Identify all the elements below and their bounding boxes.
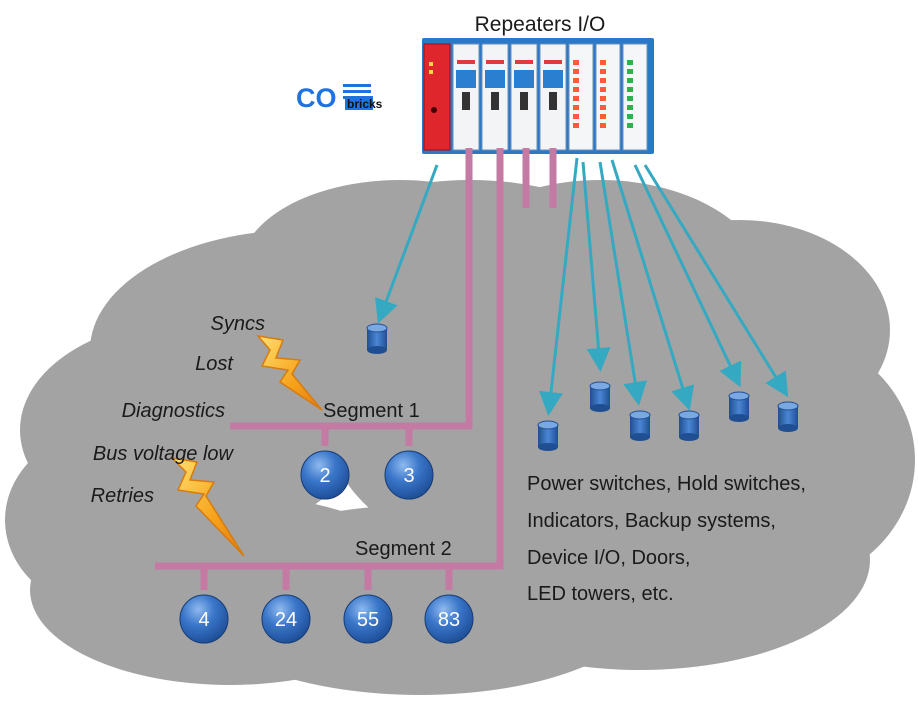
node-label: 55 bbox=[357, 609, 379, 631]
io-device-icon bbox=[678, 410, 700, 441]
device-node: 4 bbox=[179, 594, 229, 644]
device-node: 55 bbox=[343, 594, 393, 644]
io-description-line: Device I/O, Doors, bbox=[527, 547, 690, 569]
io-description-line: Power switches, Hold switches, bbox=[527, 473, 806, 495]
io-links bbox=[366, 157, 799, 451]
node-label: 83 bbox=[438, 609, 460, 631]
network-cloud bbox=[2, 177, 918, 698]
node-label: 2 bbox=[319, 465, 330, 487]
io-link-arrow bbox=[539, 157, 579, 416]
lightning-bolt-icon bbox=[256, 334, 323, 411]
segment-2-label: Segment 2 bbox=[355, 538, 452, 560]
io-device-icon bbox=[629, 410, 651, 441]
io-device-icon bbox=[777, 401, 799, 432]
node-circle bbox=[384, 450, 434, 500]
device-node: 3 bbox=[384, 450, 434, 500]
io-link-arrow bbox=[581, 161, 611, 372]
node-label: 24 bbox=[275, 609, 297, 631]
repeater-rack bbox=[422, 38, 654, 154]
bus-lines bbox=[155, 148, 557, 590]
io-module bbox=[595, 43, 621, 151]
node-circle bbox=[424, 594, 474, 644]
io-link-arrow bbox=[633, 164, 742, 388]
segment-1-label: Segment 1 bbox=[323, 400, 420, 422]
node-label: 3 bbox=[403, 465, 414, 487]
fault-note: Syncs bbox=[211, 313, 265, 335]
device-node: 83 bbox=[424, 594, 474, 644]
io-module bbox=[568, 43, 594, 151]
io-module bbox=[622, 43, 648, 151]
io-link-arrow bbox=[610, 159, 695, 411]
master-module bbox=[423, 43, 451, 151]
io-description-line: LED towers, etc. bbox=[527, 583, 674, 605]
node-label: 4 bbox=[198, 609, 209, 631]
node-circle bbox=[300, 450, 350, 500]
fault-note: Lost bbox=[195, 353, 234, 375]
segment-2-nodes: 4 24 55 83 bbox=[179, 594, 474, 644]
io-link-arrow bbox=[643, 164, 789, 398]
node-circle bbox=[179, 594, 229, 644]
fault-note: Retries bbox=[91, 485, 154, 507]
bus-line bbox=[155, 148, 504, 570]
cobricks-logo: CO bricks bbox=[296, 83, 383, 113]
fault-note: Bus voltage low bbox=[93, 443, 235, 465]
io-device-icon bbox=[589, 381, 611, 412]
io-description-line: Indicators, Backup systems, bbox=[527, 510, 776, 532]
lightning-bolt-icon bbox=[169, 456, 245, 557]
device-node: 2 bbox=[300, 450, 350, 500]
node-circle bbox=[343, 594, 393, 644]
logo-mark: CO bbox=[296, 83, 337, 113]
logo-wordmark: bricks bbox=[347, 97, 383, 111]
device-node: 24 bbox=[261, 594, 311, 644]
io-link-arrow bbox=[375, 164, 439, 324]
io-link-arrow bbox=[598, 161, 648, 406]
bus-line bbox=[230, 148, 473, 430]
io-device-icon bbox=[728, 391, 750, 422]
node-circle bbox=[261, 594, 311, 644]
fault-note: Diagnostics bbox=[122, 400, 225, 422]
io-device-icon bbox=[537, 420, 559, 451]
diagram-title: Repeaters I/O bbox=[475, 13, 606, 36]
io-device-icon bbox=[366, 323, 388, 354]
